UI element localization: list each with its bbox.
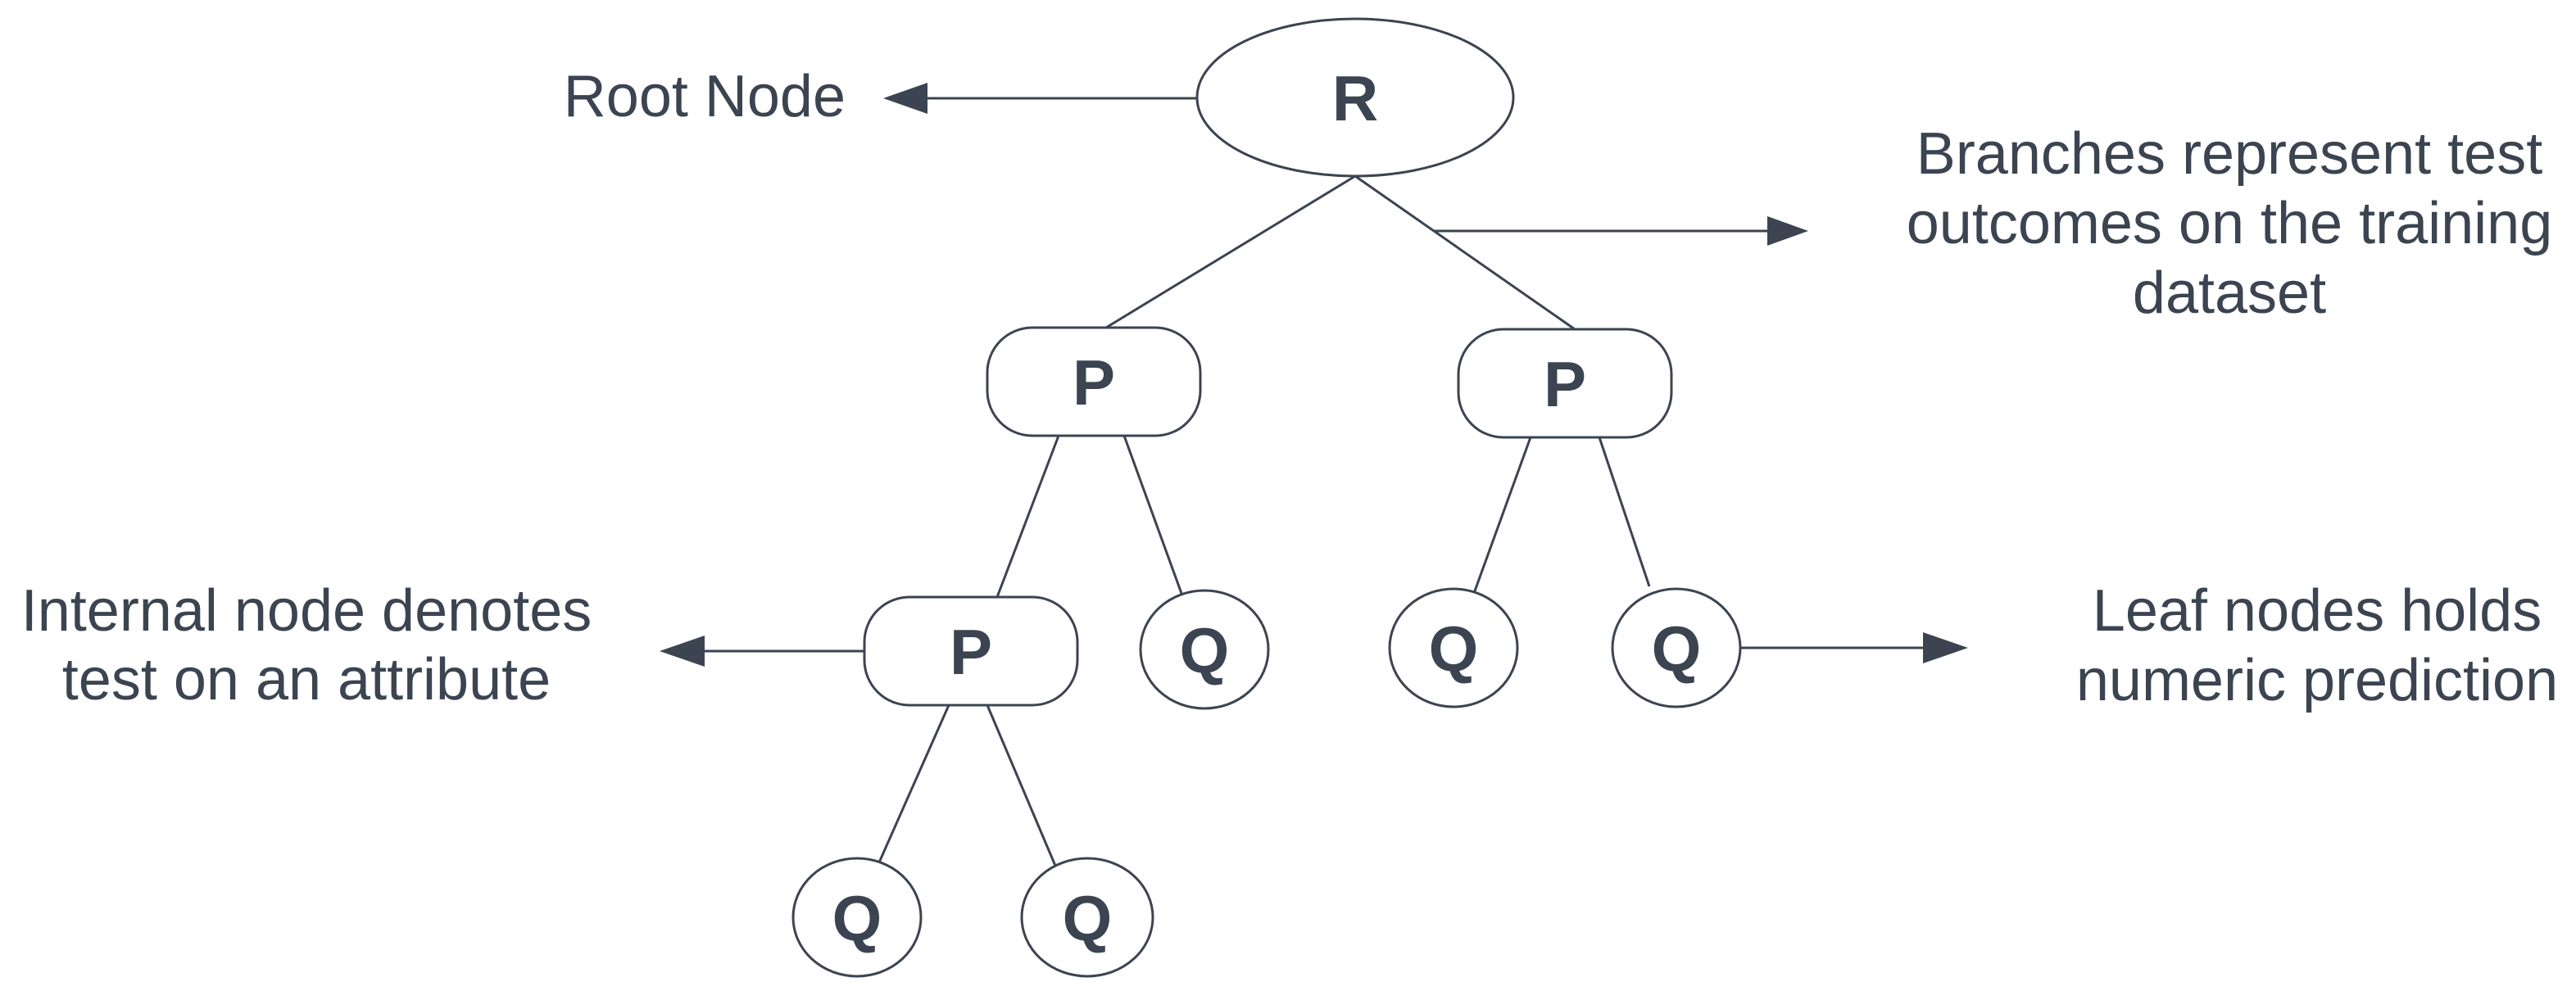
- edge-p1-q1: [1122, 435, 1185, 599]
- arrow-branches-head-icon: [1767, 216, 1808, 246]
- leaf-label-line-1: Leaf nodes holds: [2093, 578, 2542, 644]
- node-label-p3: P: [950, 616, 992, 688]
- node-label-q4: Q: [832, 882, 882, 954]
- leaf-label-line-2: numeric prediction: [2076, 648, 2558, 713]
- edge-p3-q4: [878, 704, 950, 863]
- tree-node-p2: [1457, 328, 1673, 439]
- edge-root-p2: [1354, 174, 1576, 331]
- node-label-root: R: [1332, 62, 1378, 134]
- arrow-internal-node-head-icon: [660, 636, 705, 667]
- tree-node-p1: [986, 326, 1202, 437]
- tree-node-q3: [1611, 587, 1742, 708]
- node-label-p1: P: [1073, 346, 1115, 419]
- edge-p2-q3: [1598, 437, 1651, 587]
- node-label-p2: P: [1544, 348, 1586, 420]
- node-label-q5: Q: [1063, 882, 1113, 954]
- arrow-root-node-head-icon: [883, 83, 927, 114]
- root-node-label-line-1: Root Node: [564, 64, 846, 129]
- tree-node-q4: [791, 857, 923, 978]
- edge-root-p1: [1105, 174, 1356, 329]
- tree-node-q5: [1020, 857, 1154, 978]
- edge-p1-p3: [995, 435, 1060, 598]
- internal-label-line-1: Internal node denotes: [21, 578, 592, 644]
- branches-label-line-1: Branches represent test: [1916, 121, 2542, 187]
- tree-node-q2: [1388, 587, 1519, 708]
- branches-label-line-2: outcomes on the training: [1907, 191, 2552, 256]
- branches-label-line-3: dataset: [2133, 260, 2326, 326]
- node-label-q3: Q: [1652, 613, 1702, 685]
- node-label-q1: Q: [1180, 614, 1230, 686]
- node-label-q2: Q: [1429, 613, 1479, 685]
- internal-label-line-2: test on an attribute: [62, 647, 551, 713]
- tree-node-p3: [863, 595, 1079, 707]
- edge-p3-q5: [986, 704, 1057, 867]
- tree-node-q1: [1139, 589, 1270, 710]
- arrow-leaf-nodes-head-icon: [1923, 632, 1968, 663]
- edge-p2-q2: [1472, 437, 1532, 596]
- tree-node-root: [1195, 17, 1515, 178]
